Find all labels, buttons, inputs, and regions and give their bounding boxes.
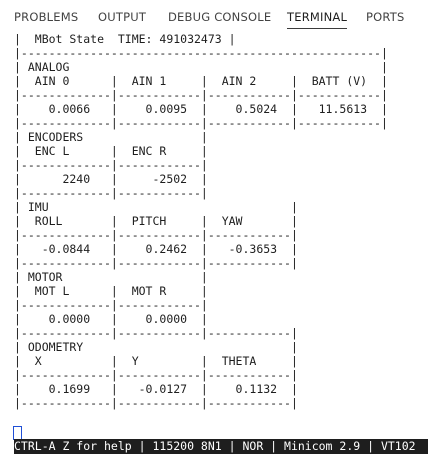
terminal-line: |-------------|------------|------------… <box>14 116 388 130</box>
terminal-line: | 0.0066 | 0.0095 | 0.5024 | 11.5613 | <box>14 102 388 116</box>
terminal-line: |-------------|------------| <box>14 298 208 312</box>
terminal-line: | 2240 | -2502 | <box>14 172 208 186</box>
tab-output[interactable]: OUTPUT <box>98 10 147 24</box>
terminal-line: |-------------|------------|------------… <box>14 256 298 270</box>
terminal-line: |---------------------------------------… <box>14 46 388 60</box>
terminal-line: |-------------|------------|------------… <box>14 88 388 102</box>
panel-tab-bar: PROBLEMS OUTPUT DEBUG CONSOLE TERMINAL P… <box>0 0 428 34</box>
terminal-line: | 0.0000 | 0.0000 | <box>14 312 208 326</box>
terminal-line: | X | Y | THETA | <box>14 354 298 368</box>
terminal-line: | ENCODERS | <box>14 130 208 144</box>
tab-debug-console[interactable]: DEBUG CONSOLE <box>168 10 272 24</box>
tab-problems[interactable]: PROBLEMS <box>14 10 79 24</box>
terminal-line: | ENC L | ENC R | <box>14 144 208 158</box>
terminal-line: | AIN 0 | AIN 1 | AIN 2 | BATT (V) | <box>14 74 388 88</box>
terminal-line: |-------------|------------|------------… <box>14 396 298 410</box>
terminal-line: | ROLL | PITCH | YAW | <box>14 214 298 228</box>
terminal-line: |-------------|------------|------------… <box>14 368 298 382</box>
terminal-line: | -0.0844 | 0.2462 | -0.3653 | <box>14 242 298 256</box>
terminal-output[interactable]: | MBot State TIME: 491032473 | |--------… <box>14 32 388 410</box>
terminal-line: |-------------|------------| <box>14 186 208 200</box>
terminal-line: | MOTOR | <box>14 270 208 284</box>
terminal-line: |-------------|------------| <box>14 158 208 172</box>
tab-ports[interactable]: PORTS <box>366 10 405 24</box>
terminal-line: | IMU | <box>14 200 298 214</box>
terminal-line: |-------------|------------|------------… <box>14 228 298 242</box>
terminal-cursor <box>13 426 22 440</box>
minicom-status-bar: CTRL-A Z for help | 115200 8N1 | NOR | M… <box>14 439 428 454</box>
terminal-line: | ANALOG | <box>14 60 388 74</box>
tab-terminal[interactable]: TERMINAL <box>287 10 348 29</box>
terminal-line: | 0.1699 | -0.0127 | 0.1132 | <box>14 382 298 396</box>
terminal-line: |-------------|------------|------------… <box>14 326 298 340</box>
terminal-line: | ODOMETRY | <box>14 340 298 354</box>
terminal-line: | MBot State TIME: 491032473 | <box>14 32 236 46</box>
terminal-line: | MOT L | MOT R | <box>14 284 208 298</box>
